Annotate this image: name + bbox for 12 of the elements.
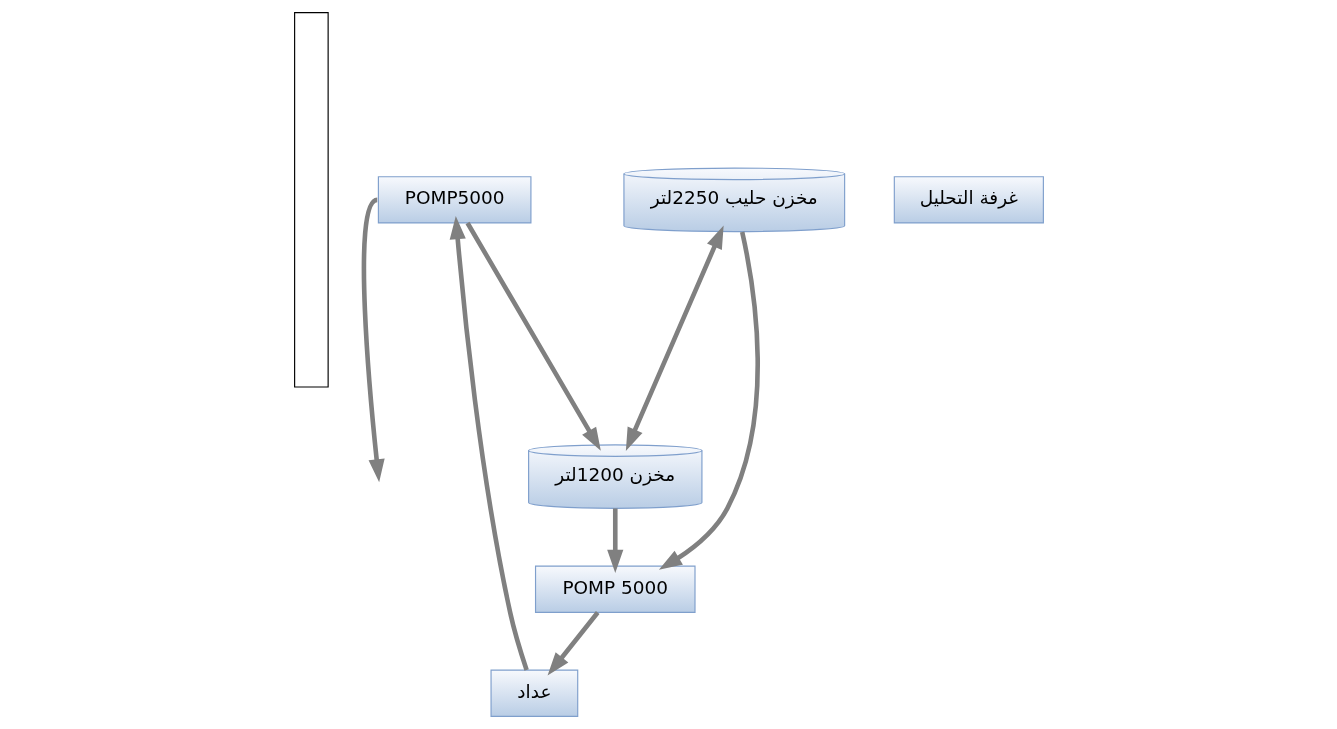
node-box: غرفة التحليل [893,176,1044,224]
node-box: عداد [489,669,578,717]
arrow [465,221,601,451]
node-box: POMP 5000 [534,565,696,613]
arrow [547,611,600,676]
arrow [606,508,623,573]
arrow [625,225,724,451]
node-bar [293,12,329,388]
arrow [361,197,385,483]
arrow [658,231,760,570]
arrow [449,216,529,671]
node-box: POMP5000 [377,176,531,224]
